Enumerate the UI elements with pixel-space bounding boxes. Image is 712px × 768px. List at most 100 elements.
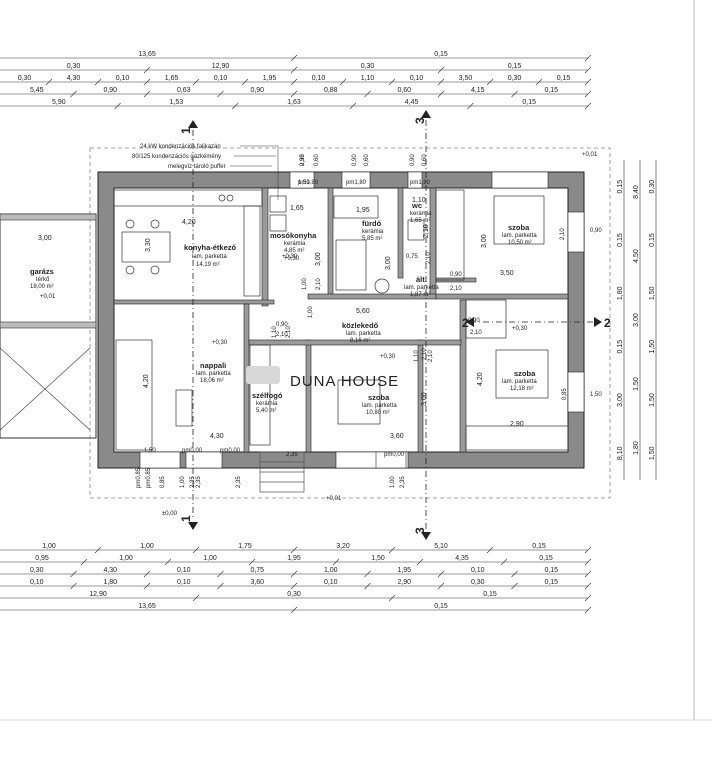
- opening-label: 2,35: [236, 476, 242, 488]
- section-marker-1-top: [188, 120, 198, 128]
- top-dim-value: 3,50: [459, 75, 473, 82]
- room-bedroom-2: +0,30 szoba lam. parketta 10,80 m² 3,60 …: [362, 354, 428, 440]
- top-dim-tick: [584, 90, 592, 98]
- room-floor: lam. parketta: [192, 254, 227, 260]
- level-marker: ±0,00: [162, 511, 178, 517]
- opening-label: 1,50: [144, 448, 156, 454]
- right-dim-value: 1,50: [649, 340, 656, 354]
- bottom-dim-tick: [500, 558, 508, 566]
- bottom-dim-value: 1,00: [119, 555, 133, 562]
- opening-label: 1,00: [180, 476, 186, 488]
- bottom-dim-value: 0,10: [471, 567, 485, 574]
- opening-label: 0,60: [314, 154, 320, 166]
- room-floor: kerámia: [256, 401, 278, 407]
- bottom-dim-tick: [584, 606, 592, 614]
- top-dim-tick: [486, 78, 494, 86]
- top-dim-tick: [143, 90, 151, 98]
- note-boiler: 24 kW kondenzációs falikazán: [140, 144, 221, 150]
- opening-label: 0,90: [590, 228, 602, 234]
- top-dim-tick: [114, 102, 121, 110]
- watermark-logo: [246, 366, 280, 384]
- right-dim-value: 0,15: [649, 233, 656, 247]
- bottom-dim-value: 0,15: [544, 579, 558, 586]
- room-floor: lam. parketta: [404, 285, 439, 291]
- top-dim-tick: [584, 66, 592, 74]
- bottom-dim-value: 0,30: [287, 591, 301, 598]
- top-dim-value: 0,88: [324, 87, 338, 94]
- room-name: szoba: [514, 369, 536, 378]
- note-chimney: 80/125 kondenzációs gázkémény: [132, 154, 221, 160]
- bottom-dim-tick: [388, 594, 396, 602]
- room-area: 18,00 m²: [30, 284, 54, 290]
- section-label-1-bottom: 1: [179, 515, 193, 522]
- room-dim: 3,00: [481, 234, 488, 248]
- garage: [0, 213, 97, 439]
- top-dim-value: 4,45: [405, 99, 419, 106]
- opening-label: 2,10: [428, 350, 434, 362]
- top-dim-tick: [339, 78, 347, 86]
- top-dim-value: 0,15: [557, 75, 571, 82]
- section-label-2-left: 2: [462, 316, 469, 330]
- room-kitchen: konyha-étkező lam. parketta 14,19 m² 4,2…: [145, 219, 237, 268]
- opening-label: 0,60: [422, 154, 428, 166]
- opening-label: pm0,00: [182, 448, 203, 454]
- top-dim-value: 4,30: [67, 75, 81, 82]
- top-dim-tick: [45, 78, 53, 86]
- section-marker-3-bottom: [421, 532, 431, 540]
- section-marker-1-bottom: [188, 522, 198, 530]
- room-dim: 4,20: [477, 372, 484, 386]
- section-marker-3-top: [421, 110, 431, 118]
- room-dim: 3,00: [421, 392, 428, 406]
- room-living: +0,30 nappali lam. parketta 18,06 m² 4,2…: [143, 340, 231, 440]
- room-area: 1,65 m²: [410, 218, 430, 224]
- bottom-dim-value: 12,90: [89, 591, 107, 598]
- opening-label: 0,85: [562, 388, 568, 400]
- opening-label: 2,10: [422, 348, 428, 360]
- top-dim-tick: [364, 90, 371, 98]
- bottom-dim-value: 0,15: [434, 603, 448, 610]
- bottom-dim-value: 4,35: [455, 555, 469, 562]
- opening-label: 2,35: [286, 452, 298, 458]
- furniture: [113, 189, 569, 451]
- opening-label: 2,35: [300, 154, 306, 166]
- bottom-dim-value: 1,95: [397, 567, 411, 574]
- bottom-dim-value: 0,10: [324, 579, 338, 586]
- room-garage: 3,00 garázs térkő 18,00 m² +0,01: [30, 235, 56, 300]
- bottom-dim-value: 3,20: [336, 543, 350, 550]
- top-dim-tick: [231, 102, 239, 110]
- right-dim-value: 1,50: [633, 377, 640, 391]
- bottom-dim-tick: [437, 570, 445, 578]
- top-dim-tick: [349, 102, 357, 110]
- bottom-dim-value: 0,30: [30, 567, 44, 574]
- top-dim-tick: [535, 78, 543, 86]
- opening-label: 2,10: [316, 278, 322, 290]
- opening-label: 2,35: [400, 476, 406, 488]
- room-floor: térkő: [36, 277, 50, 283]
- room-dim: 3,50: [500, 270, 514, 277]
- room-dim: 3,30: [145, 238, 152, 252]
- opening-label: pm1,80: [298, 180, 319, 186]
- opening-label: 0,60: [364, 154, 370, 166]
- bottom-dim-value: 0,30: [471, 579, 485, 586]
- room-name: mosókonyha: [270, 231, 317, 240]
- room-dim: 1,65: [290, 205, 304, 212]
- bottom-dim-tick: [332, 558, 340, 566]
- top-dim-tick: [511, 90, 518, 98]
- bottom-dim-tick: [80, 558, 88, 566]
- opening-label: pm0,00: [384, 452, 405, 458]
- right-dim-value: 0,15: [617, 340, 624, 354]
- room-name: konyha-étkező: [184, 243, 237, 252]
- bottom-dim-value: 1,95: [287, 555, 301, 562]
- room-dim: 3,00: [315, 252, 322, 266]
- room-dim: 4,30: [210, 433, 224, 440]
- top-dim-value: 0,60: [397, 87, 411, 94]
- room-dim: 2,10: [423, 224, 430, 238]
- top-dim-tick: [388, 78, 396, 86]
- bottom-dim-value: 0,15: [483, 591, 497, 598]
- bottom-dim-value: 4,30: [103, 567, 117, 574]
- room-level: +0,01: [40, 294, 56, 300]
- bottom-dim-tick: [290, 570, 298, 578]
- room-area: 5,85 m²: [362, 236, 382, 242]
- bottom-dim-tick: [143, 570, 151, 578]
